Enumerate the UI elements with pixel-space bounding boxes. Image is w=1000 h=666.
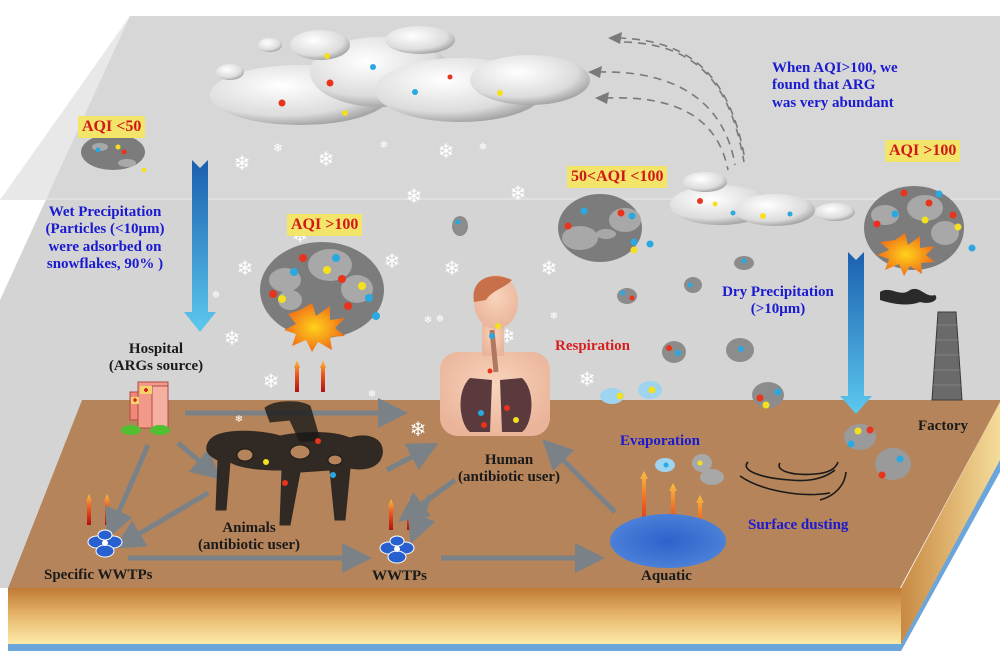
human-icon — [440, 275, 550, 436]
water-table-strip — [8, 644, 901, 651]
svg-text:❄: ❄ — [438, 139, 455, 163]
svg-text:❄: ❄ — [237, 256, 254, 280]
factory-chimney — [880, 288, 963, 401]
wind-arrow-heads — [588, 32, 622, 104]
svg-text:❄: ❄ — [579, 367, 596, 391]
finding-line-3: was very abundant — [772, 94, 894, 111]
smog-cloud-low — [81, 134, 147, 173]
finding-annotation: When AQI>100, we found that ARG was very… — [772, 60, 898, 112]
wet-precip-line-3: were adsorbed on — [48, 238, 162, 255]
svg-text:❄: ❄ — [384, 249, 401, 273]
wwtp-icon — [379, 535, 415, 564]
svg-text:❄: ❄ — [318, 147, 335, 171]
dry-precip-line-2: (>10μm) — [750, 301, 806, 318]
smog-cloud-mid — [558, 194, 654, 262]
human-subtitle: (antibiotic user) — [457, 469, 561, 486]
hospital-icon — [121, 381, 170, 435]
svg-text:❄: ❄ — [444, 256, 461, 280]
factory-label: Factory — [918, 418, 968, 434]
evaporation-label: Evaporation — [620, 433, 701, 449]
wet-precip-line-4: snowflakes, 90% ) — [46, 255, 164, 272]
svg-text:❄: ❄ — [406, 184, 423, 208]
finding-line-2: found that ARG — [772, 77, 876, 94]
animals-icon — [206, 401, 383, 526]
white-cloud-large — [210, 26, 590, 125]
dry-precipitation-arrow — [840, 252, 872, 414]
animals-label: Animals (antibiotic user) — [184, 520, 314, 555]
hospital-subtitle: (ARGs source) — [108, 358, 204, 375]
svg-text:❄: ❄ — [235, 414, 243, 425]
dust-swirls — [739, 461, 847, 501]
svg-text:❄: ❄ — [234, 151, 251, 175]
svg-text:❄: ❄ — [410, 417, 427, 441]
svg-text:❄: ❄ — [273, 141, 283, 155]
wet-precipitation-label: Wet Precipitation (Particles (<10μm) wer… — [40, 204, 170, 273]
svg-text:❄: ❄ — [424, 315, 432, 326]
airborne-particles — [452, 216, 911, 485]
svg-text:❄: ❄ — [212, 290, 220, 301]
aqi-badge-center: AQI >100 — [287, 214, 363, 236]
surface-dusting-label: Surface dusting — [748, 517, 849, 533]
wet-precip-line-2: (Particles (<10μm) — [45, 221, 165, 238]
svg-text:❄: ❄ — [380, 140, 388, 151]
dry-precip-line-1: Dry Precipitation — [722, 284, 834, 300]
soil-layer — [8, 588, 901, 644]
wind-arrows — [597, 37, 746, 171]
human-title: Human — [484, 452, 534, 468]
finding-line-1: When AQI>100, we — [772, 60, 898, 76]
aqi-badge-mid: 50<AQI <100 — [567, 166, 668, 188]
svg-text:❄: ❄ — [436, 314, 444, 325]
aqi-badge-right: AQI >100 — [885, 140, 961, 162]
human-label: Human (antibiotic user) — [444, 452, 574, 487]
smog-cloud-factory — [864, 186, 976, 276]
dry-precipitation-label: Dry Precipitation (>10μm) — [708, 284, 848, 319]
respiration-label: Respiration — [555, 338, 630, 354]
wet-precip-line-1: Wet Precipitation — [48, 204, 162, 220]
aquatic-label: Aquatic — [641, 568, 692, 584]
svg-text:❄: ❄ — [479, 142, 487, 153]
svg-text:❄: ❄ — [368, 389, 376, 400]
wwtps-label: WWTPs — [372, 568, 428, 584]
smog-cloud-center — [260, 242, 384, 352]
aqi-badge-low: AQI <50 — [78, 116, 146, 138]
wwtp-icon-specific — [87, 529, 123, 558]
aquatic-pond — [610, 514, 726, 568]
svg-text:❄: ❄ — [550, 311, 558, 322]
hospital-title: Hospital — [128, 341, 184, 357]
hospital-label: Hospital (ARGs source) — [106, 341, 206, 376]
svg-text:❄: ❄ — [541, 256, 558, 280]
svg-text:❄: ❄ — [224, 326, 241, 350]
animals-title: Animals — [222, 520, 276, 536]
svg-text:❄: ❄ — [263, 369, 280, 393]
specific-wwtps-label: Specific WWTPs — [44, 567, 153, 583]
wet-precipitation-arrow — [184, 160, 216, 332]
animals-subtitle: (antibiotic user) — [197, 537, 301, 554]
white-cloud-right — [670, 172, 855, 226]
snowflakes: ❄❄❄ ❄❄❄ ❄❄❄❄ ❄❄❄ ❄❄❄ ❄❄❄ ❄❄ ❄❄❄ — [212, 139, 596, 441]
svg-text:❄: ❄ — [510, 181, 527, 205]
